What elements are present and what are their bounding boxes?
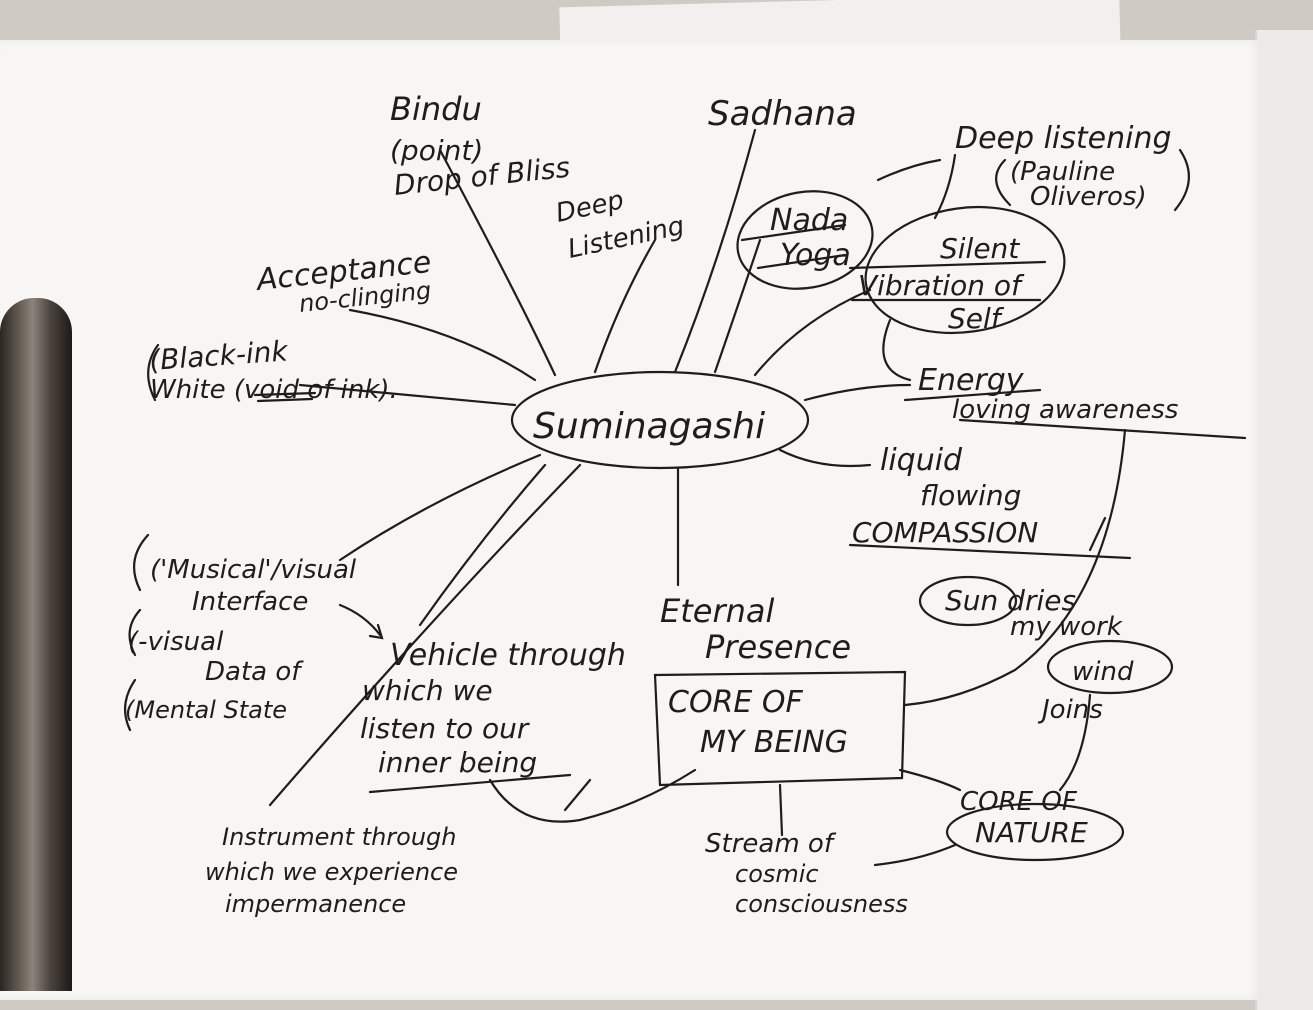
- loving-awareness-label: loving awareness: [952, 395, 1178, 425]
- line-nada-deep: [876, 158, 942, 182]
- compassion-label: COMPASSION: [852, 516, 1038, 549]
- line-stream: [778, 783, 784, 837]
- pen-object: [0, 298, 72, 991]
- line-silent-deep: [933, 153, 957, 220]
- cosmic-label: cosmic: [735, 860, 819, 888]
- line-energy: [803, 383, 912, 402]
- inner-being-label: inner being: [378, 746, 537, 779]
- line-black-ink: [298, 383, 517, 407]
- experience-label: which we experience: [205, 858, 458, 886]
- nature-label: NATURE: [975, 816, 1088, 849]
- center-label: Suminagashi: [533, 406, 765, 447]
- bindu-point: (point): [390, 134, 483, 167]
- line-instrument: [268, 463, 582, 807]
- presence-label: Presence: [705, 628, 851, 666]
- yoga-label: Yoga: [780, 238, 851, 273]
- sun-ellipse: [918, 575, 1018, 627]
- line-acceptance: [348, 308, 537, 382]
- instrument-label: Instrument through: [222, 823, 457, 851]
- core-of-label: CORE OF: [668, 685, 804, 720]
- line-bindu: [438, 148, 557, 377]
- nada-label: Nada: [770, 203, 848, 238]
- pauline-label: (Pauline: [1010, 157, 1115, 187]
- my-being-label: MY BEING: [700, 725, 848, 760]
- vibration-label: Vibration of: [858, 269, 1025, 302]
- deep-listening-label: Deep listening: [955, 121, 1172, 156]
- musical-label: ('Musical'/visual: [150, 555, 357, 585]
- line-deep-listening-small: [593, 238, 657, 374]
- line-wind-nature: [1058, 693, 1092, 792]
- visual-label: (-visual: [128, 627, 224, 657]
- line-core-nature: [898, 768, 962, 792]
- line-vehicle-core: [488, 768, 697, 823]
- listen-label: listen to our: [360, 712, 530, 745]
- core-being-box: [653, 670, 907, 787]
- nada-ellipse: [736, 190, 874, 290]
- line-silent: [753, 288, 872, 377]
- joins-label: Joins: [1037, 695, 1103, 725]
- connector-lines: [123, 128, 1247, 867]
- white-void-label: White (void of ink).: [150, 375, 398, 405]
- consciousness-label: consciousness: [735, 890, 908, 918]
- silent-label: Silent: [940, 232, 1020, 265]
- deep-small-1: Deep: [553, 185, 626, 229]
- self-label: Self: [948, 302, 1005, 335]
- stream-label: Stream of: [705, 829, 837, 859]
- sadhana-label: Sadhana: [708, 94, 857, 134]
- which-we-label: which we: [362, 674, 493, 707]
- flowing-label: flowing: [920, 479, 1021, 512]
- wind-label: wind: [1072, 657, 1134, 687]
- notebook-page: [0, 40, 1262, 1000]
- liquid-label: liquid: [880, 443, 963, 478]
- line-vehicle: [418, 463, 547, 627]
- interface-label: Interface: [192, 587, 308, 617]
- eternal-label: Eternal: [660, 592, 775, 630]
- mental-state-label: (Mental State: [125, 696, 287, 724]
- nature-ellipse: [945, 802, 1125, 862]
- line-sadhana: [673, 128, 757, 374]
- line-liquid: [778, 448, 872, 468]
- center-ellipse: [510, 370, 810, 470]
- vehicle-label: Vehicle through: [390, 638, 626, 673]
- line-musical: [338, 453, 542, 562]
- line-nada: [713, 238, 762, 374]
- impermanence-label: impermanence: [225, 890, 406, 918]
- core-of-nature-label: CORE OF: [960, 787, 1078, 817]
- energy-label: Energy: [918, 363, 1025, 398]
- sun-dries-label: Sun dries: [945, 584, 1076, 617]
- line-stream-nature: [873, 843, 957, 867]
- line-awareness-core: [903, 428, 1127, 707]
- my-work-label: my work: [1010, 612, 1123, 642]
- wind-ellipse: [1046, 639, 1174, 695]
- bindu-label: Bindu: [390, 90, 482, 128]
- line-silent-energy: [882, 318, 912, 382]
- data-of-label: Data of: [205, 657, 304, 687]
- energy-underline: [958, 418, 1247, 440]
- black-ink-label: (Black-ink: [148, 334, 290, 377]
- oliveros-label: Oliveros): [1030, 182, 1147, 212]
- silent-ellipse: [864, 205, 1066, 335]
